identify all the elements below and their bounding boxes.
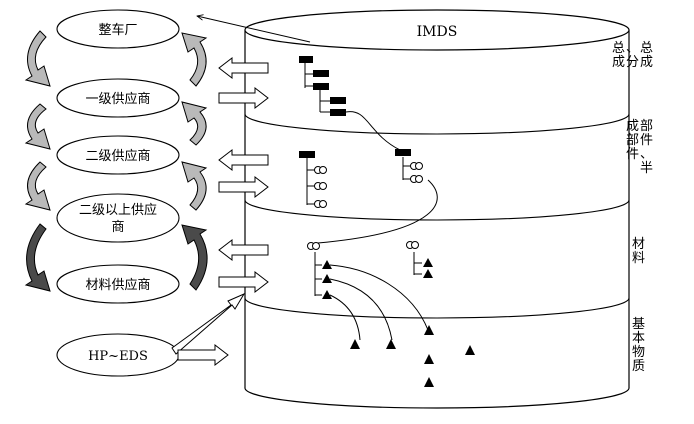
imds-cylinder: IMDS (244, 9, 630, 409)
substance-icon (424, 377, 434, 387)
part-block-icon (395, 149, 411, 156)
supplier-ovals: 整车厂 一级供应商 二级供应商 二级以上供应商 材料供应商 HP~EDS (56, 9, 180, 377)
part-block-icon (330, 97, 346, 104)
part-block-icon (330, 109, 346, 116)
layer-divider-1 (244, 113, 630, 135)
database-title: IMDS (417, 24, 458, 40)
layer-divider-3 (244, 297, 630, 319)
curved-arrow-right-3 (181, 161, 208, 211)
substance-icon (423, 258, 433, 267)
oval-tier2 (56, 135, 180, 175)
cylinder-top (244, 9, 630, 51)
block-arrows (171, 16, 311, 367)
curved-arrow-left-4 (24, 223, 51, 292)
curved-arrow-left-2 (24, 103, 51, 150)
arrow-in-material (218, 270, 269, 294)
hp-eds-label: HP~EDS (88, 349, 148, 364)
layer-divider-2 (244, 199, 630, 221)
curved-arrow-right-1 (181, 32, 208, 87)
part-block-icon (299, 151, 315, 158)
substance-icon (322, 260, 332, 269)
assembly-parts (299, 56, 346, 116)
layer-label-material: 材料 (632, 237, 645, 266)
substance-items (350, 325, 475, 387)
substance-icon (424, 325, 434, 335)
part-block-icon (299, 56, 313, 63)
curved-arrow-right-4 (181, 224, 208, 291)
arrow-in-tier2 (218, 175, 269, 199)
arrow-out-tier2 (218, 148, 269, 172)
substance-icon (322, 274, 332, 283)
arrow-hpeds-to-db (171, 292, 246, 355)
material-tree (314, 252, 429, 341)
substance-icon (423, 269, 433, 278)
layer-label-assembly: 总成、分总成 (612, 41, 653, 70)
substance-icon (386, 339, 396, 349)
oval-material-supplier (56, 264, 180, 304)
part-block-icon (313, 83, 329, 90)
curved-arrow-right-2 (181, 101, 208, 146)
circular-arrows (24, 30, 208, 292)
curved-arrow-left-3 (24, 161, 51, 211)
arrow-out-tier1 (218, 56, 269, 80)
substance-icon (465, 345, 475, 355)
substance-icon (424, 354, 434, 364)
oval-tier1 (56, 78, 180, 118)
arrow-db-to-oem (197, 16, 311, 43)
supplier-label-tier1: 一级供应商 (85, 91, 150, 107)
supplier-label-material: 材料供应商 (85, 277, 150, 293)
layer-label-component: 部件、半成部件 (626, 119, 653, 176)
substance-icon (322, 290, 332, 299)
component-parts (299, 149, 423, 208)
layer-label-substance: 基本物质 (632, 317, 645, 374)
curved-arrow-left-1 (24, 30, 51, 87)
layer-labels: 总成、分总成 部件、半成部件 材料 基本物质 (612, 41, 653, 374)
assembly-tree (304, 62, 401, 151)
supplier-label-tier3: 二级以上供应商 (79, 202, 157, 235)
arrow-out-material (218, 238, 269, 262)
supplier-label-tier2: 二级供应商 (85, 148, 150, 164)
arrow-hpeds-right (177, 343, 229, 367)
substance-icon (350, 339, 360, 349)
oval-tier3 (56, 193, 180, 243)
part-block-icon (313, 70, 329, 77)
arrow-in-tier1 (218, 86, 269, 110)
supplier-label-oem: 整车厂 (98, 22, 137, 38)
material-items (307, 241, 433, 299)
oval-oem (56, 9, 180, 49)
